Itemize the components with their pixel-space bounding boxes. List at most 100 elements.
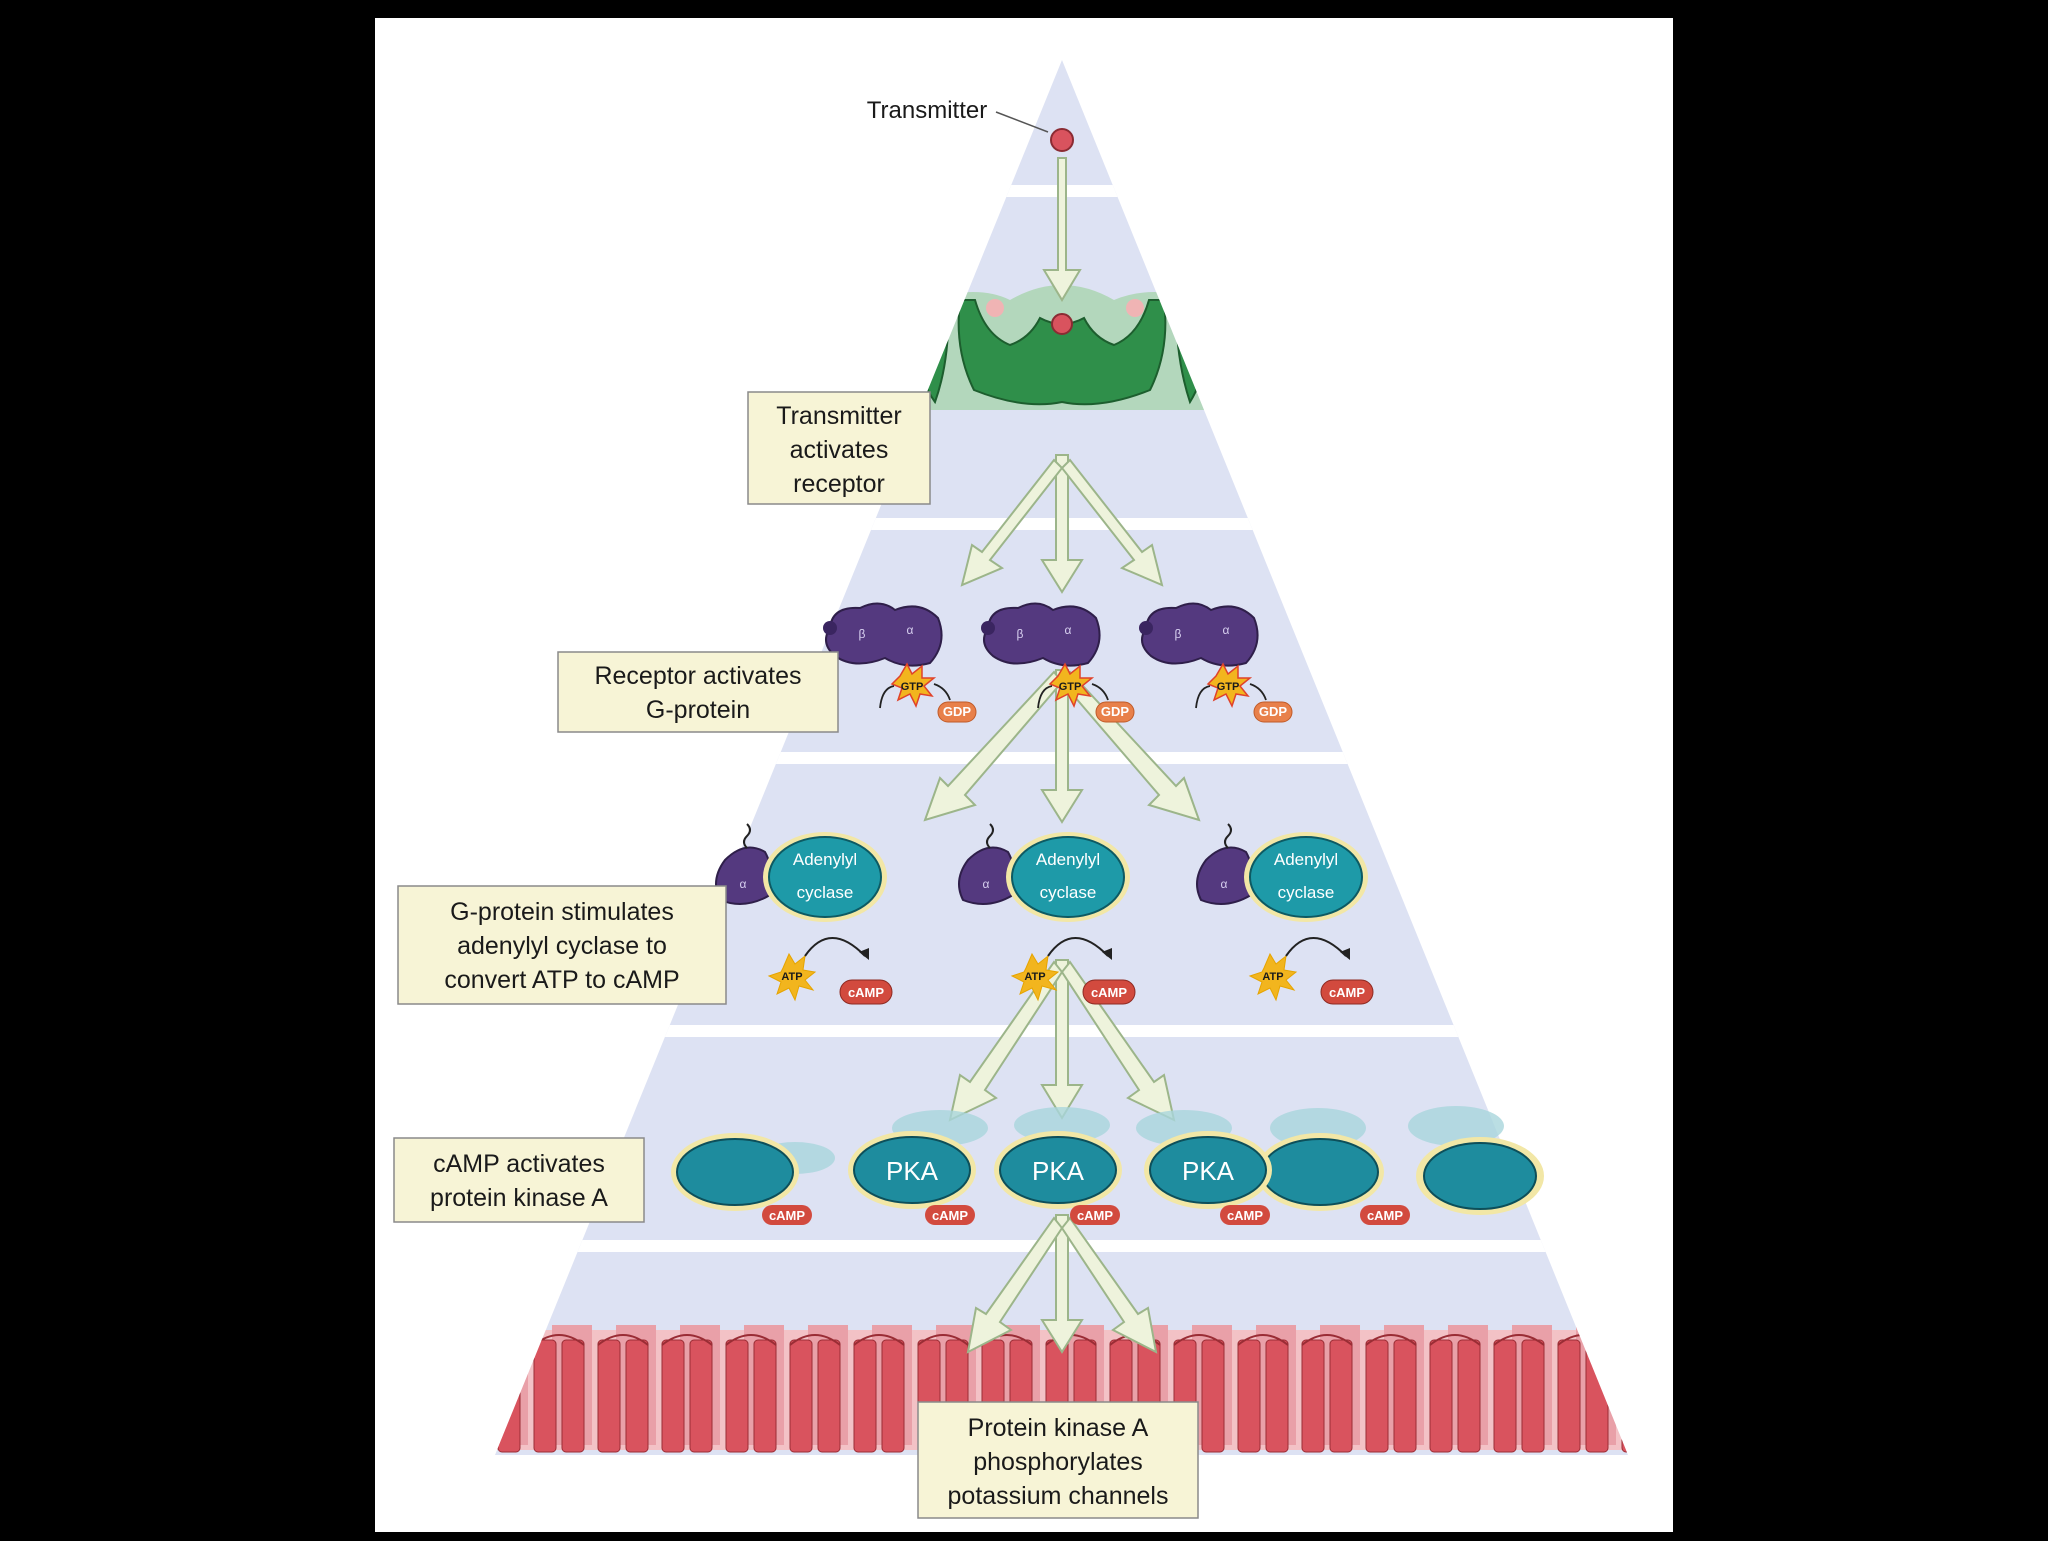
- channel-subunit: [1201, 1339, 1225, 1453]
- arrow-left: [960, 458, 1064, 587]
- channel-cap: [1493, 1334, 1545, 1346]
- lipid-anchor: [1224, 823, 1232, 849]
- channel-subunit: [881, 1339, 905, 1453]
- potassium-channel: [1365, 1325, 1424, 1453]
- transmitter-bound: [1051, 313, 1073, 335]
- gdp-chip: [937, 701, 977, 723]
- caption-transmitter-activates-receptor: Transmitter activates receptor: [747, 391, 931, 505]
- channel-subunit: [625, 1339, 649, 1453]
- caption-line: convert ATP to cAMP: [444, 966, 679, 994]
- pka: [1149, 1136, 1267, 1204]
- camp-label: cAMP: [848, 985, 884, 1000]
- atp-label: ATP: [1024, 971, 1045, 983]
- channel-cap: [661, 1334, 713, 1346]
- atp-burst: [1010, 952, 1060, 1002]
- atp-burst: [767, 952, 817, 1002]
- caption-line: Transmitter: [776, 402, 901, 430]
- camp-chip: [1220, 1205, 1270, 1225]
- channel-cap: [1173, 1334, 1225, 1346]
- gdp-label: GDP: [1101, 704, 1130, 719]
- caption-camp-activates-pka: cAMP activates protein kinase A: [393, 1137, 645, 1223]
- beta-label: β: [1017, 627, 1024, 641]
- g-protein-body: [825, 602, 943, 667]
- channel-cap: [1429, 1334, 1481, 1346]
- adenylyl-cyclase-unit: α Adenylyl cyclase ATP cAMP: [715, 823, 893, 1005]
- channel-subunit: [1237, 1339, 1261, 1453]
- alpha-label: α: [1065, 623, 1072, 637]
- gtp-burst: [1206, 662, 1253, 708]
- arrowhead: [1102, 948, 1112, 960]
- beta-label: β: [1175, 627, 1182, 641]
- gdp-chip: [1253, 701, 1293, 723]
- pka-label: PKA: [886, 1156, 939, 1186]
- caption-receptor-activates-g-protein: Receptor activates G-protein: [557, 651, 839, 733]
- caption-line: receptor: [793, 470, 885, 498]
- channel-subunit: [1429, 1339, 1453, 1453]
- g-protein-row: β α GTP GDP β α GTP GDP β α G: [823, 602, 1293, 723]
- channel-cap: [789, 1334, 841, 1346]
- lipid-anchor: [743, 823, 751, 849]
- pka-inactive: [676, 1138, 794, 1206]
- caption-box: [557, 651, 839, 733]
- cyclase-label: cyclase: [1040, 883, 1097, 902]
- channel-subunit: [789, 1339, 813, 1453]
- caption-line: G-protein: [646, 696, 750, 724]
- caption-line: cAMP activates: [433, 1150, 605, 1178]
- channel-subunit: [1265, 1339, 1289, 1453]
- transmitter-ghost: [1126, 299, 1144, 317]
- pka: [853, 1136, 971, 1204]
- channel-subunit: [1365, 1339, 1389, 1453]
- potassium-channel: [1173, 1325, 1232, 1453]
- leader-line: [995, 111, 1049, 133]
- potassium-channel: [853, 1325, 912, 1453]
- exchange-arrow: [1037, 685, 1053, 709]
- g-protein: β α GTP GDP: [1139, 602, 1293, 723]
- caption-line: G-protein stimulates: [450, 898, 674, 926]
- camp-chip: [762, 1205, 812, 1225]
- transmitter-label: Transmitter: [867, 97, 987, 124]
- potassium-channel: [597, 1325, 656, 1453]
- transmitter-molecule: Transmitter: [867, 97, 1074, 152]
- camp-label: cAMP: [932, 1208, 968, 1223]
- camp-chip: [1320, 979, 1374, 1005]
- camp-chip: [1360, 1205, 1410, 1225]
- arrow-right: [1060, 458, 1164, 587]
- adenylyl-cyclase-row: α Adenylyl cyclase ATP cAMP α Adenylyl c…: [715, 823, 1374, 1005]
- pka-label: PKA: [1032, 1156, 1085, 1186]
- alpha-label: α: [983, 877, 990, 891]
- channel-subunit: [753, 1339, 777, 1453]
- beta-label: β: [859, 627, 866, 641]
- channel-subunit: [817, 1339, 841, 1453]
- atp-label: ATP: [1262, 971, 1283, 983]
- exchange-arrow: [933, 683, 951, 701]
- atp-label: ATP: [781, 971, 802, 983]
- camp-label: cAMP: [1367, 1208, 1403, 1223]
- camp-chip: [839, 979, 893, 1005]
- caption-box: [917, 1401, 1199, 1519]
- potassium-channel: [1493, 1325, 1552, 1453]
- gtp-burst: [1048, 662, 1095, 708]
- alpha-label: α: [1223, 623, 1230, 637]
- adenylyl-cyclase-unit: α Adenylyl cyclase ATP cAMP: [1196, 823, 1374, 1005]
- cyclase-label: cyclase: [1278, 883, 1335, 902]
- adenylyl-label: Adenylyl: [793, 850, 857, 869]
- potassium-channel: [1429, 1325, 1488, 1453]
- g-protein: β α GTP GDP: [823, 602, 977, 723]
- caption-pka-phosphorylates-channels: Protein kinase A phosphorylates potassiu…: [917, 1401, 1199, 1519]
- adenylyl-label: Adenylyl: [1036, 850, 1100, 869]
- alpha-label: α: [1221, 877, 1228, 891]
- caption-line: phosphorylates: [973, 1448, 1143, 1476]
- atp-burst: [1248, 952, 1298, 1002]
- pka-label: PKA: [1182, 1156, 1235, 1186]
- caption-line: Receptor activates: [594, 662, 801, 690]
- arrow-left: [966, 1216, 1064, 1354]
- channel-subunit: [1521, 1339, 1545, 1453]
- gtp-label: GTP: [1059, 681, 1082, 693]
- arrow-left: [923, 670, 1064, 822]
- caption-line: potassium channels: [948, 1482, 1169, 1510]
- channel-subunit: [853, 1339, 877, 1453]
- transmitter-ball: [1050, 128, 1074, 152]
- arrow-down: [1042, 157, 1082, 302]
- caption-line: protein kinase A: [430, 1184, 608, 1212]
